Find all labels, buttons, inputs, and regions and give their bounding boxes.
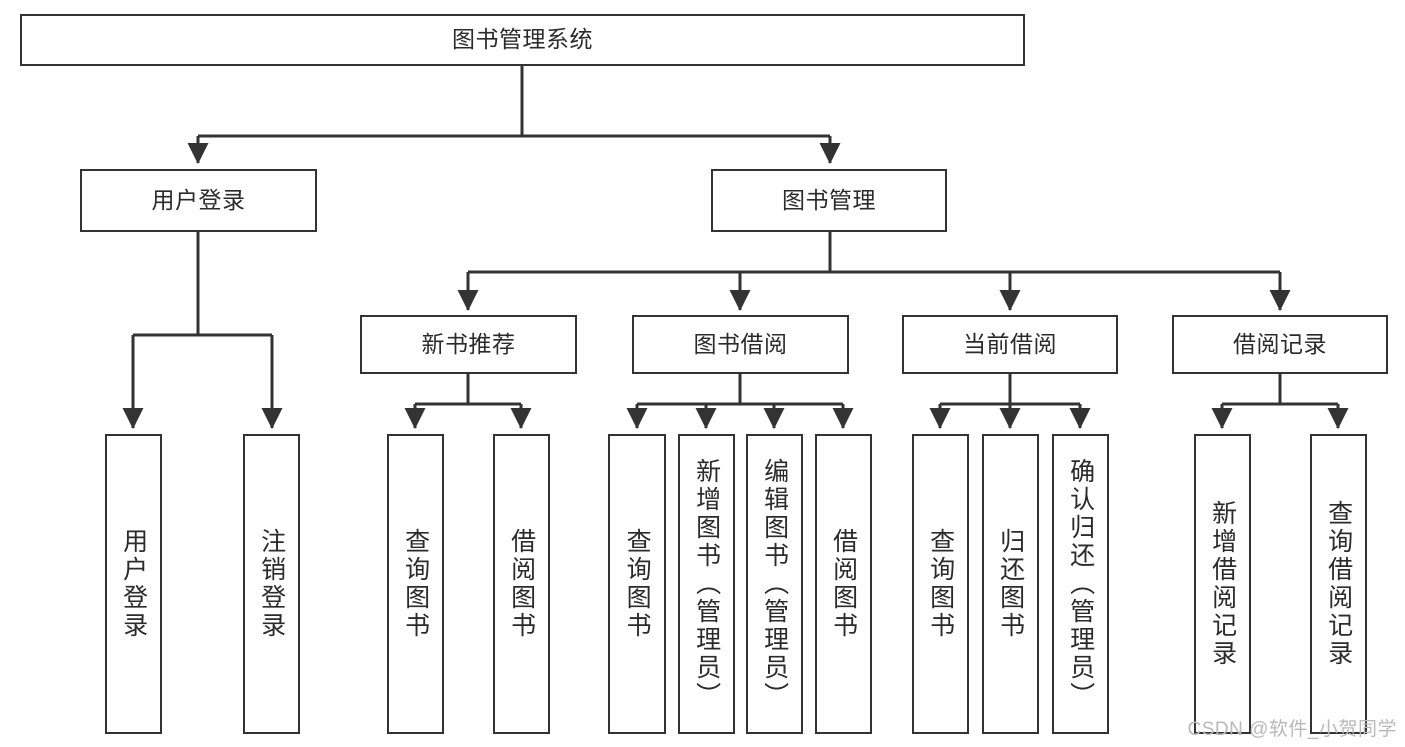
node-leaf-records-add[interactable]: 新增借阅记录: [1194, 434, 1251, 734]
node-leaf-newbook-query-label: 查询图书: [401, 528, 430, 640]
node-root-label: 图书管理系统: [452, 26, 593, 53]
node-leaf-borrow-query-label: 查询图书: [623, 528, 652, 640]
node-current-borrow[interactable]: 当前借阅: [902, 315, 1118, 374]
node-leaf-current-query-label: 查询图书: [926, 528, 955, 640]
node-leaf-borrow-add-label: 新增图书（管理员）: [692, 458, 721, 710]
node-user-login[interactable]: 用户登录: [80, 169, 317, 232]
node-borrow-records[interactable]: 借阅记录: [1172, 315, 1388, 374]
watermark: CSDN @软件_小贺同学: [1187, 719, 1397, 740]
node-leaf-borrow-edit-label: 编辑图书（管理员）: [760, 458, 789, 710]
node-leaf-user-login[interactable]: 用户登录: [105, 434, 162, 734]
node-leaf-current-return-label: 归还图书: [996, 528, 1025, 640]
node-leaf-current-confirm[interactable]: 确认归还（管理员）: [1052, 434, 1109, 734]
node-leaf-user-login-label: 用户登录: [119, 528, 148, 640]
node-book-management[interactable]: 图书管理: [711, 169, 947, 232]
node-user-login-label: 用户登录: [151, 186, 246, 213]
node-leaf-borrow-query[interactable]: 查询图书: [608, 434, 666, 734]
node-book-borrow-label: 图书借阅: [693, 330, 788, 357]
node-leaf-records-query[interactable]: 查询借阅记录: [1310, 434, 1367, 734]
node-leaf-current-query[interactable]: 查询图书: [912, 434, 969, 734]
node-current-borrow-label: 当前借阅: [963, 330, 1057, 357]
node-leaf-borrow-edit[interactable]: 编辑图书（管理员）: [746, 434, 803, 734]
node-leaf-current-confirm-label: 确认归还（管理员）: [1066, 458, 1095, 710]
node-leaf-borrow-book[interactable]: 借阅图书: [815, 434, 872, 734]
node-book-borrow[interactable]: 图书借阅: [632, 315, 849, 374]
node-leaf-borrow-book-label: 借阅图书: [829, 528, 858, 640]
node-leaf-user-logout[interactable]: 注销登录: [243, 434, 300, 734]
node-leaf-newbook-query[interactable]: 查询图书: [387, 434, 444, 734]
node-leaf-records-add-label: 新增借阅记录: [1208, 500, 1237, 668]
node-borrow-records-label: 借阅记录: [1233, 330, 1327, 357]
node-leaf-user-logout-label: 注销登录: [257, 528, 286, 640]
node-leaf-newbook-borrow-label: 借阅图书: [507, 528, 536, 640]
node-leaf-newbook-borrow[interactable]: 借阅图书: [493, 434, 550, 734]
node-new-book-recommend-label: 新书推荐: [421, 330, 516, 357]
node-new-book-recommend[interactable]: 新书推荐: [360, 315, 577, 374]
node-book-management-label: 图书管理: [782, 186, 876, 213]
node-leaf-borrow-add[interactable]: 新增图书（管理员）: [678, 434, 735, 734]
node-leaf-current-return[interactable]: 归还图书: [982, 434, 1039, 734]
node-leaf-records-query-label: 查询借阅记录: [1324, 500, 1353, 668]
node-root[interactable]: 图书管理系统: [20, 14, 1025, 66]
